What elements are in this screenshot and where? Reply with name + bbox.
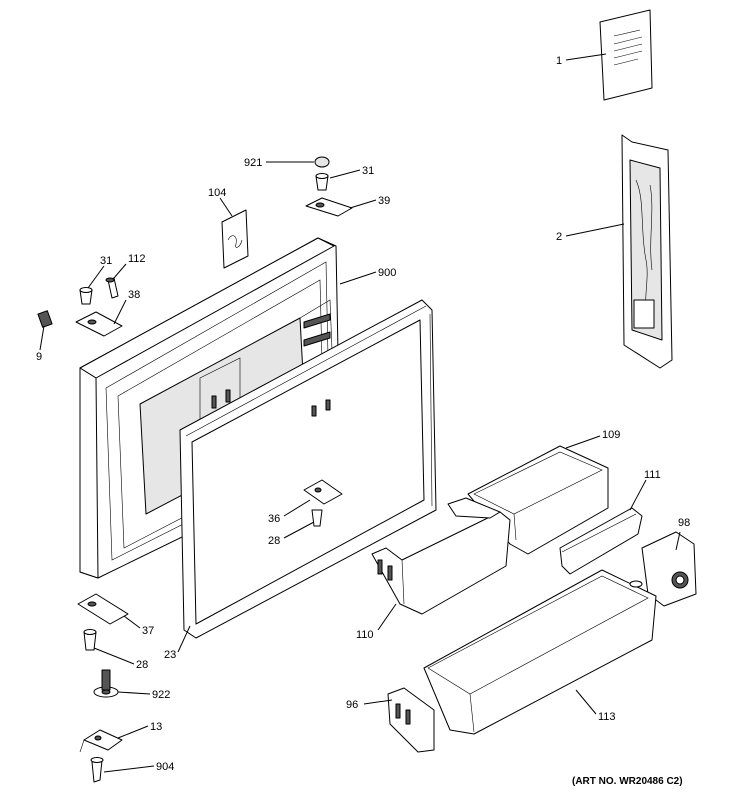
cover-98-part [641, 531, 697, 607]
bracket-13-part [79, 729, 123, 753]
bin-small-111-part [559, 507, 643, 575]
bin-end-96-part [387, 687, 435, 753]
bushing-31-top-part [315, 173, 329, 191]
cap-921-part [314, 156, 330, 168]
door-gasket-part [179, 299, 437, 639]
callout-110: 110 [356, 629, 374, 641]
callout-36: 36 [268, 513, 280, 525]
screw-904-part [90, 757, 104, 783]
leveling-leg-9-part [37, 310, 53, 328]
callout-104: 104 [208, 187, 226, 199]
pin-28-door-part [311, 509, 323, 527]
callout-23: 23 [164, 649, 176, 661]
pin-28-lower-part [83, 629, 97, 651]
callout-111: 111 [644, 469, 661, 481]
callout-31-left: 31 [100, 255, 112, 267]
callout-38: 38 [128, 289, 140, 301]
hinge-bracket-36-part [303, 479, 343, 505]
callout-96: 96 [346, 699, 358, 711]
screw-112-part [105, 277, 119, 299]
callout-921: 921 [244, 157, 262, 169]
callout-2: 2 [556, 231, 562, 243]
callout-28-lower: 28 [136, 659, 148, 671]
bin-end-110-part [371, 497, 511, 615]
bushing-31-left-part [79, 287, 93, 305]
badge-part [221, 209, 249, 269]
callout-900: 900 [378, 267, 396, 279]
callout-113: 113 [598, 711, 616, 723]
ice-maker-kit-part [621, 134, 673, 369]
callout-98: 98 [678, 517, 690, 529]
callout-39: 39 [378, 195, 390, 207]
callout-109: 109 [602, 429, 620, 441]
hinge-bracket-37-part [77, 593, 129, 625]
callout-112: 112 [128, 253, 146, 265]
callout-9: 9 [36, 351, 42, 363]
wheel-922-part [93, 669, 119, 698]
callout-31-top: 31 [362, 165, 374, 177]
callout-28-door: 28 [268, 535, 280, 547]
art-number: (ART NO. WR20486 C2) [572, 776, 683, 787]
hinge-bracket-38-part [75, 311, 123, 337]
callout-13: 13 [150, 721, 162, 733]
leader-lines [39, 53, 681, 773]
bin-large-113-part [423, 569, 657, 735]
manual-part [599, 9, 653, 101]
callout-1: 1 [556, 55, 562, 67]
callout-37: 37 [142, 625, 154, 637]
hinge-cover-39-part [305, 197, 353, 217]
callout-904: 904 [156, 761, 174, 773]
callout-922: 922 [152, 689, 170, 701]
callout-labels: 1 2 921 31 39 104 31 112 38 9 900 109 11… [36, 55, 690, 773]
